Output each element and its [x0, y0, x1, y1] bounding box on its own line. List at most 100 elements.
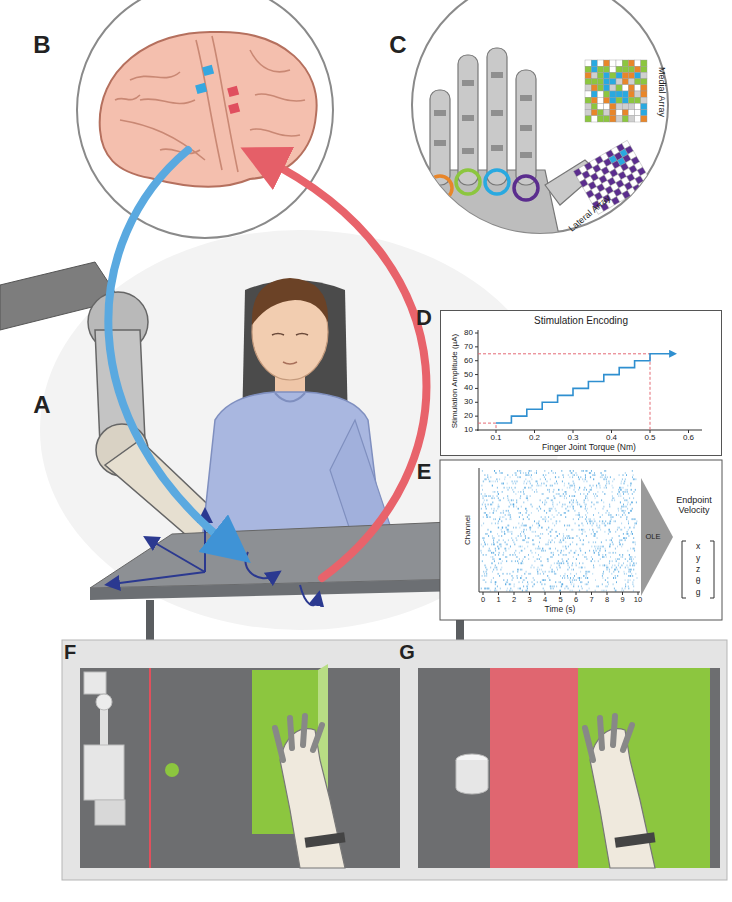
spike — [483, 497, 484, 499]
spike — [575, 523, 576, 525]
spike — [502, 472, 503, 474]
spike — [560, 590, 561, 592]
spike — [609, 504, 610, 506]
illustration-part — [195, 83, 207, 94]
spike — [591, 556, 592, 558]
spike — [632, 575, 633, 577]
spike — [616, 581, 617, 583]
spike — [522, 590, 523, 592]
spike — [561, 586, 562, 588]
spike — [591, 506, 592, 508]
tick-label: 7 — [589, 596, 593, 604]
spike — [504, 531, 505, 533]
spike — [619, 487, 620, 489]
spike — [526, 577, 527, 579]
spike — [572, 476, 573, 478]
spike — [488, 588, 489, 590]
spike — [560, 581, 561, 583]
spike — [489, 512, 490, 514]
spike — [486, 508, 487, 510]
spike — [553, 491, 554, 493]
spike — [533, 583, 534, 585]
spike — [574, 575, 575, 577]
spike — [483, 571, 484, 573]
spike — [620, 487, 621, 489]
spike — [576, 472, 577, 474]
spike — [621, 506, 622, 508]
lateral-array-grid — [574, 140, 652, 214]
spike — [532, 525, 533, 527]
spike — [498, 504, 499, 506]
spike — [618, 491, 619, 493]
spike — [633, 474, 634, 476]
spike — [576, 514, 577, 516]
spike — [531, 512, 532, 514]
spike — [556, 531, 557, 533]
spike — [533, 531, 534, 533]
spike — [562, 504, 563, 506]
spike — [577, 502, 578, 504]
spike — [630, 571, 631, 573]
spike — [482, 560, 483, 562]
spike — [591, 560, 592, 562]
spike — [601, 472, 602, 474]
spike — [605, 476, 606, 478]
array-cell — [610, 79, 616, 85]
spike — [515, 554, 516, 556]
illustration-part — [120, 120, 205, 160]
array-cell — [622, 103, 628, 109]
spike — [633, 569, 634, 571]
spike — [624, 527, 625, 529]
spike — [603, 506, 604, 508]
spike — [598, 552, 599, 554]
spike — [625, 489, 626, 491]
spike — [529, 537, 530, 539]
spike — [628, 586, 629, 588]
spike — [488, 504, 489, 506]
spike — [505, 476, 506, 478]
spike — [601, 472, 602, 474]
illustration-part — [478, 423, 496, 430]
spike — [621, 556, 622, 558]
array-cell — [635, 110, 641, 116]
spike — [623, 562, 624, 564]
spike — [515, 487, 516, 489]
array-cell — [591, 79, 597, 85]
spike — [550, 541, 551, 543]
spike — [511, 537, 512, 539]
spike — [488, 535, 489, 537]
spike — [564, 575, 565, 577]
spike — [585, 577, 586, 579]
spike — [550, 485, 551, 487]
array-cell — [604, 79, 610, 85]
spike — [589, 472, 590, 474]
spike — [526, 586, 527, 588]
spike — [589, 571, 590, 573]
spike — [595, 520, 596, 522]
spike — [613, 571, 614, 573]
spike — [542, 533, 543, 535]
spike — [625, 588, 626, 590]
spike — [485, 588, 486, 590]
spike — [540, 533, 541, 535]
spike — [488, 529, 489, 531]
spike — [510, 588, 511, 590]
spike — [551, 552, 552, 554]
spike — [485, 533, 486, 535]
spike — [552, 502, 553, 504]
illustration-part — [95, 800, 125, 825]
spike — [564, 525, 565, 527]
spike — [579, 487, 580, 489]
spike — [497, 541, 498, 543]
spike — [482, 470, 483, 472]
spike — [621, 546, 622, 548]
illustration-part — [456, 170, 480, 194]
spike — [607, 510, 608, 512]
spike — [624, 481, 625, 483]
spike — [597, 546, 598, 548]
spike — [603, 502, 604, 504]
spike — [530, 476, 531, 478]
spike — [566, 493, 567, 495]
spike — [588, 581, 589, 583]
spike — [610, 476, 611, 478]
